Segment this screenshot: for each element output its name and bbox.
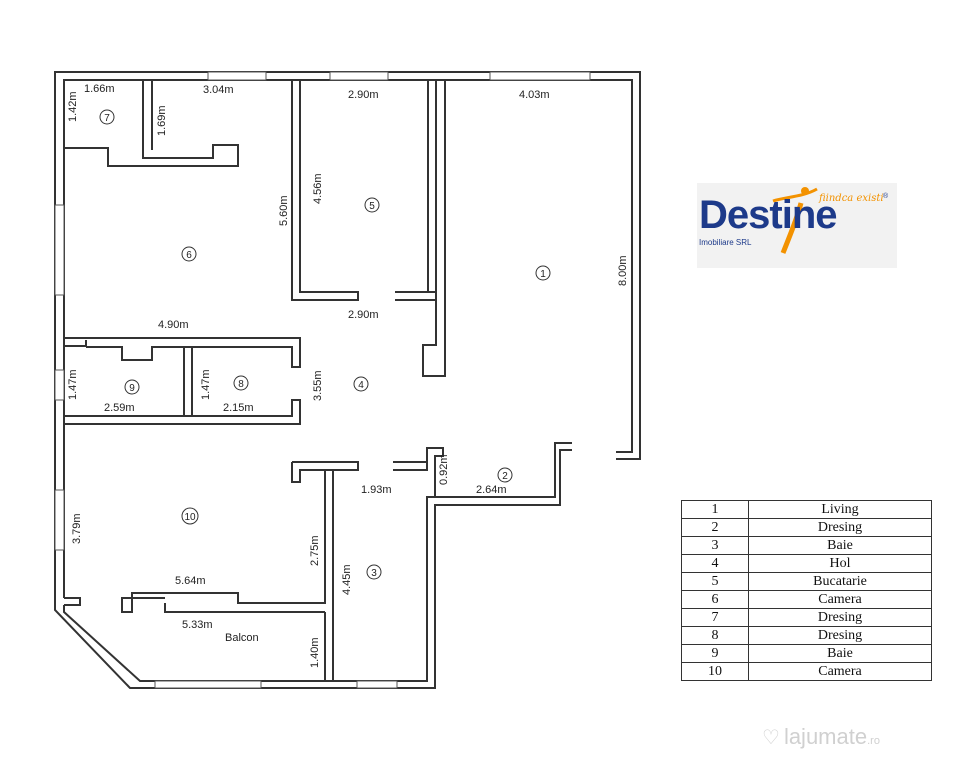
legend-number: 3 bbox=[681, 536, 749, 555]
windows bbox=[54, 71, 591, 689]
legend-label: Bucatarie bbox=[748, 572, 932, 591]
watermark: ♡lajumate.ro bbox=[762, 724, 880, 750]
legend-label: Dresing bbox=[748, 626, 932, 645]
dim-label: 2.75m bbox=[309, 535, 321, 566]
legend-number: 10 bbox=[681, 662, 749, 681]
svg-text:5: 5 bbox=[369, 201, 375, 212]
room-marker-5: 5 bbox=[364, 197, 380, 213]
dim-label: 1.47m bbox=[67, 369, 79, 400]
interior-walls bbox=[64, 80, 446, 681]
dim-label: 1.69m bbox=[156, 105, 168, 136]
logo-registered: ® bbox=[883, 193, 889, 200]
watermark-ext: .ro bbox=[867, 735, 880, 747]
dim-label: 2.59m bbox=[104, 402, 135, 414]
room-marker-6: 6 bbox=[181, 246, 197, 262]
room-marker-3: 3 bbox=[366, 564, 382, 580]
dim-label: 3.04m bbox=[203, 84, 234, 96]
dim-label: 1.93m bbox=[361, 484, 392, 496]
legend-number: 8 bbox=[681, 626, 749, 645]
dim-label: 2.90m bbox=[348, 309, 379, 321]
dim-label: 3.79m bbox=[71, 513, 83, 544]
room-marker-1: 1 bbox=[535, 265, 551, 281]
legend-number: 5 bbox=[681, 572, 749, 591]
svg-text:10: 10 bbox=[184, 512, 196, 523]
logo-brand: Destine bbox=[699, 193, 837, 237]
room-marker-8: 8 bbox=[233, 375, 249, 391]
svg-text:8: 8 bbox=[238, 379, 244, 390]
logo-subtitle: Imobiliare SRL bbox=[699, 238, 752, 247]
svg-text:3: 3 bbox=[371, 568, 377, 579]
dim-label: 5.60m bbox=[278, 195, 290, 226]
legend-number: 1 bbox=[681, 500, 749, 519]
room-marker-2: 2 bbox=[497, 467, 513, 483]
heart-icon: ♡ bbox=[762, 727, 780, 749]
dim-label: 4.56m bbox=[312, 173, 324, 204]
logo-tagline: fiindca existi bbox=[819, 193, 884, 204]
legend-number: 6 bbox=[681, 590, 749, 609]
dim-label: 1.47m bbox=[200, 369, 212, 400]
legend-label: Living bbox=[748, 500, 932, 519]
company-logo: Destine fiindca existi ® Imobiliare SRL bbox=[697, 183, 897, 268]
legend-number: 9 bbox=[681, 644, 749, 663]
legend-label: Baie bbox=[748, 644, 932, 663]
dim-label: 4.90m bbox=[158, 319, 189, 331]
legend-label: Camera bbox=[748, 662, 932, 681]
dim-label: 2.15m bbox=[223, 402, 254, 414]
room-markers: 1 2 3 4 5 6 7 8 9 10 bbox=[99, 109, 551, 580]
room-marker-9: 9 bbox=[124, 379, 140, 395]
room-marker-4: 4 bbox=[353, 376, 369, 392]
dimension-labels: 1.66m 1.42m 3.04m 1.69m 2.90m 4.03m 4.56… bbox=[67, 83, 629, 668]
dim-label: 2.64m bbox=[476, 484, 507, 496]
swoosh-icon bbox=[772, 187, 818, 254]
room-marker-10: 10 bbox=[181, 507, 199, 525]
dim-label: 5.64m bbox=[175, 575, 206, 587]
svg-text:7: 7 bbox=[104, 113, 110, 124]
room-marker-7: 7 bbox=[99, 109, 115, 125]
dim-label: 4.45m bbox=[341, 564, 353, 595]
legend-label: Dresing bbox=[748, 518, 932, 537]
svg-text:9: 9 bbox=[129, 383, 135, 394]
dim-label: 8.00m bbox=[617, 255, 629, 286]
svg-text:2: 2 bbox=[502, 471, 508, 482]
balcony-label: Balcon bbox=[225, 632, 259, 644]
legend-label: Hol bbox=[748, 554, 932, 573]
dim-label: 1.66m bbox=[84, 83, 115, 95]
svg-text:4: 4 bbox=[358, 380, 364, 391]
dim-label: 1.42m bbox=[67, 91, 79, 122]
legend-number: 2 bbox=[681, 518, 749, 537]
svg-text:1: 1 bbox=[540, 269, 546, 280]
legend-number: 7 bbox=[681, 608, 749, 627]
dim-label: 2.90m bbox=[348, 89, 379, 101]
legend-label: Camera bbox=[748, 590, 932, 609]
dim-label: 1.40m bbox=[309, 637, 321, 668]
legend-label: Dresing bbox=[748, 608, 932, 627]
svg-text:6: 6 bbox=[186, 250, 192, 261]
legend-label: Baie bbox=[748, 536, 932, 555]
watermark-name: lajumate bbox=[783, 724, 868, 749]
legend-number: 4 bbox=[681, 554, 749, 573]
dim-label: 4.03m bbox=[519, 89, 550, 101]
dim-label: 5.33m bbox=[182, 619, 213, 631]
dim-label: 3.55m bbox=[312, 370, 324, 401]
dim-label: 0.92m bbox=[438, 454, 450, 485]
